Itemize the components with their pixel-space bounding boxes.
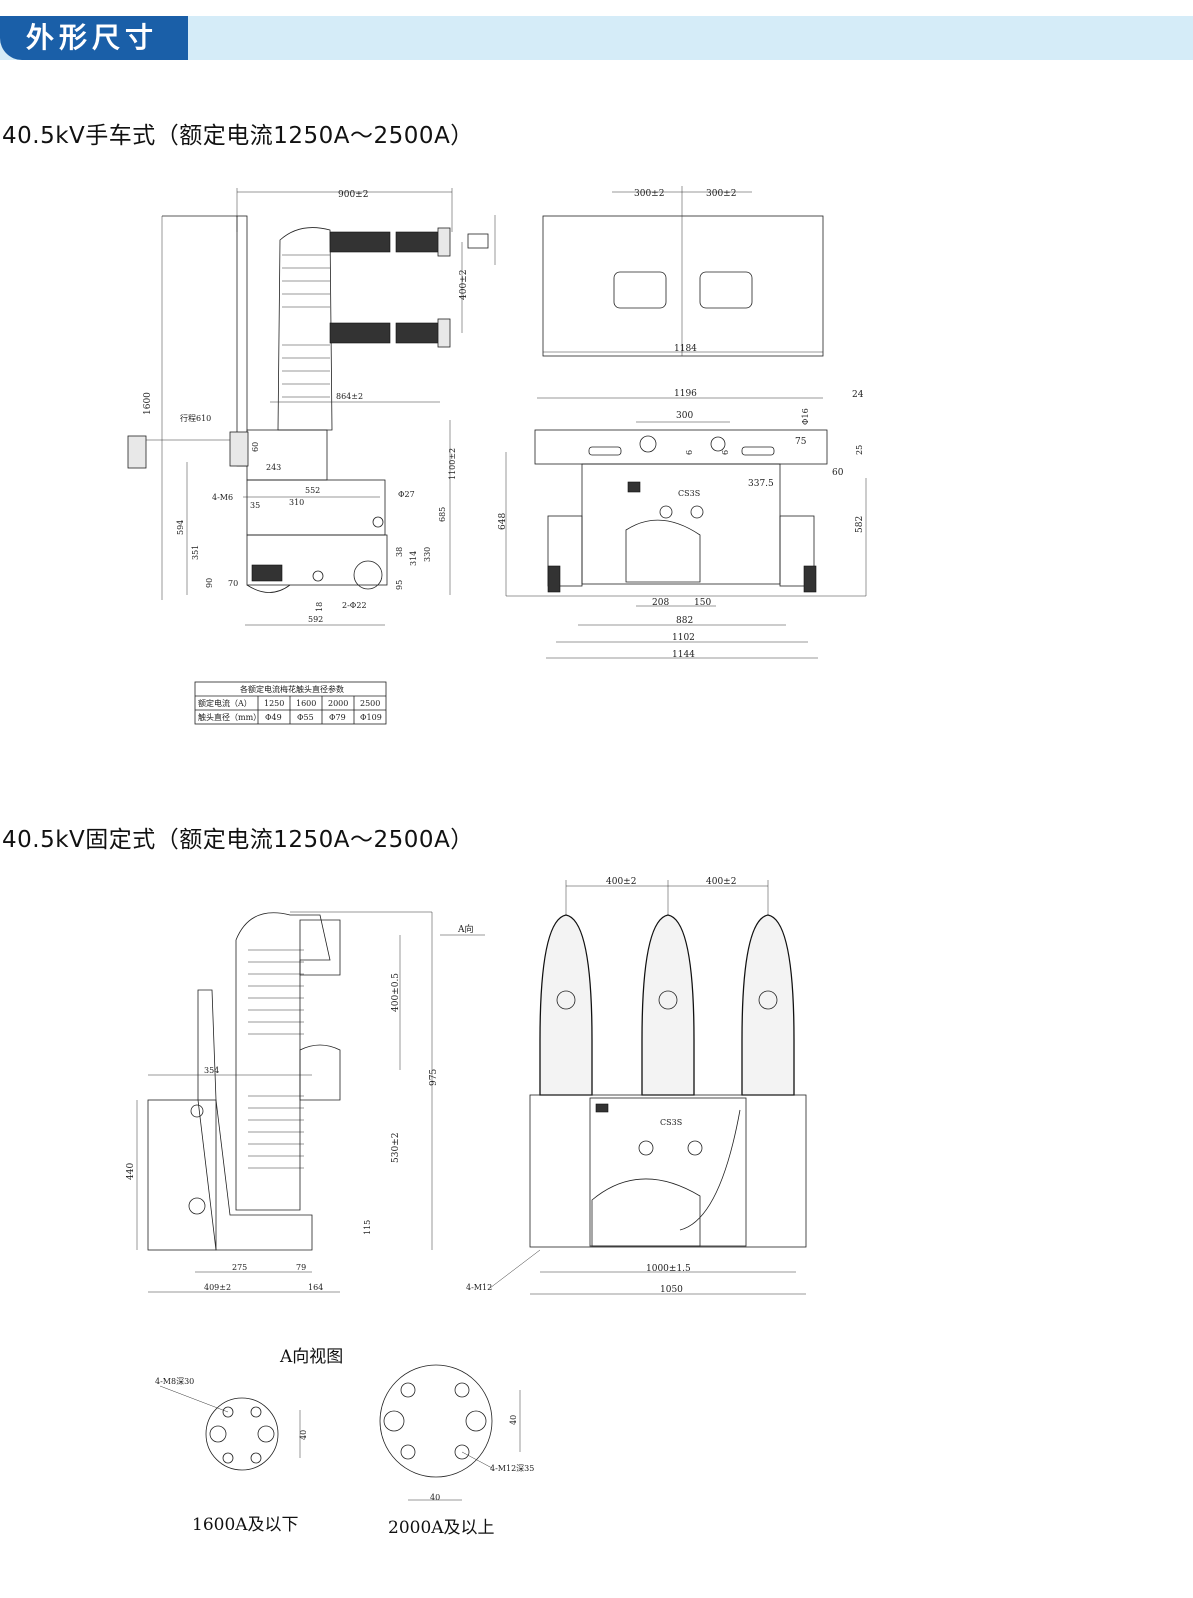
caption-1600a: 1600A及以下 bbox=[192, 1515, 299, 1535]
table-cell: Φ55 bbox=[297, 713, 314, 722]
dim-975: 975 bbox=[429, 1069, 439, 1086]
dim-208: 208 bbox=[652, 598, 669, 608]
brand-text: CS3S bbox=[678, 489, 700, 498]
table-cell: 触头直径（mm） bbox=[198, 712, 261, 722]
dim-phi27: Φ27 bbox=[398, 490, 415, 499]
dim-25: 25 bbox=[855, 445, 864, 455]
dim-1196: 1196 bbox=[674, 389, 697, 399]
dim-phi16: Φ16 bbox=[801, 408, 810, 425]
dim-60: 60 bbox=[251, 442, 260, 452]
fixed-side-view: 975 A向 400±0.5 354 530±2 440 115 275 79 … bbox=[126, 911, 485, 1293]
dim-594: 594 bbox=[176, 520, 185, 535]
table-cell: Φ109 bbox=[360, 713, 382, 722]
dim-310: 310 bbox=[289, 498, 304, 507]
label-a-direction: A向 bbox=[457, 923, 474, 935]
dim-40-left: 40 bbox=[299, 1430, 308, 1440]
contact-diameter-table: 各额定电流梅花触头直径参数 额定电流（A） 1250 1600 2000 250… bbox=[194, 681, 387, 725]
table-cell: 额定电流（A） bbox=[198, 698, 252, 708]
dim-400: 400±2 bbox=[459, 270, 469, 300]
dim-95: 95 bbox=[395, 580, 404, 590]
section-title-fixed: 40.5kV固定式（额定电流1250A～2500A） bbox=[2, 827, 474, 853]
table-cell: 1600 bbox=[296, 699, 316, 708]
dim-685: 685 bbox=[438, 507, 447, 522]
table-cell: 2000 bbox=[328, 699, 348, 708]
callout-4m12: 4-M12 bbox=[466, 1283, 492, 1292]
callout-4m12-35: 4-M12深35 bbox=[490, 1464, 534, 1473]
table-title: 各额定电流梅花触头直径参数 bbox=[240, 684, 344, 694]
dim-648: 648 bbox=[498, 513, 508, 530]
dim-70: 70 bbox=[228, 579, 238, 588]
dim-6b: 6 bbox=[721, 450, 730, 455]
dim-900: 900±2 bbox=[338, 190, 368, 200]
dim-1102: 1102 bbox=[672, 633, 695, 643]
callout-4m8: 4-M8深30 bbox=[155, 1377, 194, 1386]
view-a-title: A向视图 bbox=[279, 1347, 343, 1367]
dim-4m6: 4-M6 bbox=[212, 493, 233, 502]
table-cell: 2500 bbox=[360, 699, 380, 708]
dim-864: 864±2 bbox=[336, 392, 363, 401]
dim-18: 18 bbox=[315, 602, 324, 612]
dim-164: 164 bbox=[308, 1283, 323, 1292]
dim-409: 409±2 bbox=[204, 1283, 231, 1292]
dim-351: 351 bbox=[191, 545, 200, 560]
dim-582: 582 bbox=[855, 516, 865, 533]
dim-150: 150 bbox=[694, 598, 711, 608]
dim-1100: 1100±2 bbox=[448, 448, 457, 480]
dim-1144: 1144 bbox=[672, 650, 695, 660]
dim-79: 79 bbox=[296, 1263, 306, 1272]
dim-400-05: 400±0.5 bbox=[391, 973, 401, 1012]
header-band bbox=[0, 16, 1193, 60]
dim-40-horiz: 40 bbox=[430, 1493, 440, 1502]
dim-275: 275 bbox=[232, 1263, 247, 1272]
page-title: 外形尺寸 bbox=[0, 16, 188, 60]
dim-75: 75 bbox=[795, 437, 807, 447]
section-title-handcart: 40.5kV手车式（额定电流1250A～2500A） bbox=[2, 123, 474, 149]
dim-1050: 1050 bbox=[660, 1285, 683, 1295]
dim-38: 38 bbox=[395, 547, 404, 557]
dim-1600: 1600 bbox=[143, 392, 153, 415]
dim-300c: 300 bbox=[676, 411, 693, 421]
dim-300a: 300±2 bbox=[634, 189, 664, 199]
dim-40-vert: 40 bbox=[509, 1415, 518, 1425]
dim-530: 530±2 bbox=[391, 1133, 401, 1163]
dim-300b: 300±2 bbox=[706, 189, 736, 199]
flange-2000a: 4-M12深35 40 40 2000A及以上 bbox=[379, 1364, 534, 1538]
dim-552: 552 bbox=[305, 486, 320, 495]
fixed-front-view: 400±2 400±2 CS3S 1000±1.5 1050 4-M12 bbox=[466, 877, 807, 1295]
dim-400b: 400±2 bbox=[706, 877, 736, 887]
flange-1600a: 4-M8深30 40 1600A及以下 bbox=[155, 1377, 308, 1535]
dim-337: 337.5 bbox=[748, 479, 774, 489]
dim-1184: 1184 bbox=[674, 344, 697, 354]
handcart-side-view: 900±2 1600 400±2 bbox=[127, 188, 496, 626]
dim-90: 90 bbox=[205, 578, 214, 588]
table-cell: Φ79 bbox=[329, 713, 346, 722]
brand-text: CS3S bbox=[660, 1118, 682, 1127]
dim-330: 330 bbox=[423, 547, 432, 562]
dim-35: 35 bbox=[250, 501, 260, 510]
dim-stroke: 行程610 bbox=[180, 413, 211, 423]
dim-24: 24 bbox=[852, 390, 864, 400]
table-cell: Φ49 bbox=[265, 713, 282, 722]
dim-6a: 6 bbox=[685, 450, 694, 455]
dim-440: 440 bbox=[126, 1163, 136, 1180]
dim-400a: 400±2 bbox=[606, 877, 636, 887]
dim-882: 882 bbox=[676, 616, 693, 626]
a-direction-views: A向视图 4-M8深30 40 1600A及以下 4-M12深35 bbox=[155, 1347, 534, 1538]
dim-1000: 1000±1.5 bbox=[646, 1264, 691, 1274]
handcart-front-view: 300±2 300±2 1184 1196 24 300 Φ16 75 25 6… bbox=[498, 186, 867, 660]
caption-2000a: 2000A及以上 bbox=[388, 1518, 495, 1538]
table-cell: 1250 bbox=[264, 699, 284, 708]
dim-243: 243 bbox=[266, 463, 281, 472]
dim-60f: 60 bbox=[832, 468, 844, 478]
dim-592: 592 bbox=[308, 615, 323, 624]
dim-2phi22: 2-Φ22 bbox=[342, 601, 367, 610]
dim-115: 115 bbox=[363, 1220, 372, 1235]
dim-354: 354 bbox=[204, 1066, 219, 1075]
dim-314: 314 bbox=[409, 551, 418, 566]
